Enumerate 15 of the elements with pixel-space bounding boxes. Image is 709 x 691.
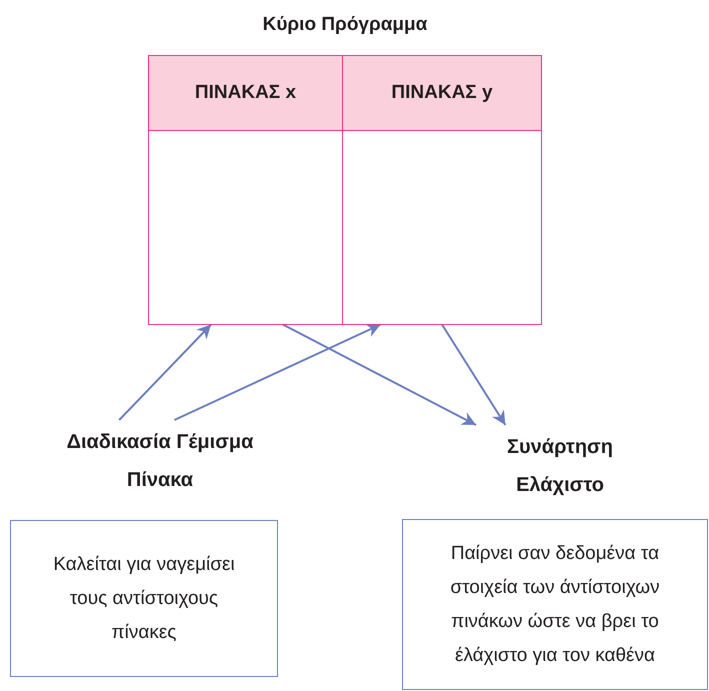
function-label: Συνάρτηση Ελάχιστο bbox=[506, 435, 614, 498]
table-column bbox=[343, 56, 541, 324]
note-box bbox=[10, 520, 278, 677]
column-title: ΠΙΝΑΚΑΣ x bbox=[194, 81, 298, 105]
note-box bbox=[402, 519, 708, 690]
arrow bbox=[118, 324, 212, 421]
column-title: ΠΙΝΑΚΑΣ y bbox=[390, 81, 494, 105]
arrow bbox=[174, 324, 382, 421]
note-text: Καλείται για ναγεμίσει τους αντίστοιχους πίνακες bbox=[52, 552, 236, 644]
procedure-label: Διαδικασία Γέμισμα Πίνακα bbox=[66, 430, 254, 493]
table-column bbox=[149, 56, 343, 324]
arrow bbox=[282, 324, 476, 426]
arrow bbox=[441, 324, 506, 426]
note-text: Παίρνει σαν δεδομένα τα στοιχεία των άντίστοιχων πινάκων ώστε να βρει το έλάχιστο για τον καθένα bbox=[449, 542, 661, 668]
table-title: Κύριο Πρόγραμμα bbox=[262, 14, 428, 36]
